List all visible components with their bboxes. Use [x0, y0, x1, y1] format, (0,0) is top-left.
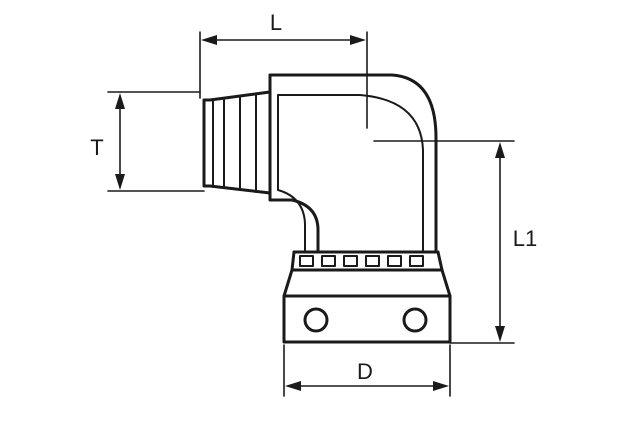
l1-arrow-top [495, 142, 505, 158]
l-arrow-left [201, 35, 217, 45]
collar-hole-left [303, 307, 329, 333]
collar-tooth-1 [299, 255, 314, 267]
l-label: L [270, 10, 282, 35]
d-arrow-right [433, 381, 449, 391]
dimension-d: D [283, 344, 451, 397]
thread-outline [202, 90, 272, 195]
collar-tooth-3 [343, 255, 358, 267]
l1-label: L1 [513, 226, 537, 251]
l-arrow-right [350, 35, 366, 45]
collar-tooth-6 [409, 255, 424, 267]
collar-tooth-5 [387, 255, 402, 267]
collar-hole-right [402, 307, 428, 333]
dimension-l1: L1 [373, 140, 537, 344]
t-label: T [90, 135, 103, 160]
elbow-outer-contour [268, 73, 438, 252]
t-arrow-top [115, 93, 125, 109]
t-arrow-bottom [115, 174, 125, 190]
crimp-collar [282, 250, 452, 344]
collar-tooth-4 [365, 255, 380, 267]
d-arrow-left [285, 381, 301, 391]
dimension-t: T [90, 91, 205, 192]
dimension-l: L [199, 10, 368, 129]
l1-arrow-bottom [495, 326, 505, 342]
collar-outline [282, 250, 452, 344]
elbow-body [268, 73, 438, 253]
male-thread [202, 90, 272, 195]
collar-tooth-2 [321, 255, 336, 267]
elbow-inner-bend [277, 94, 424, 253]
elbow-left-inner-wall [277, 94, 307, 253]
d-label: D [357, 359, 373, 384]
